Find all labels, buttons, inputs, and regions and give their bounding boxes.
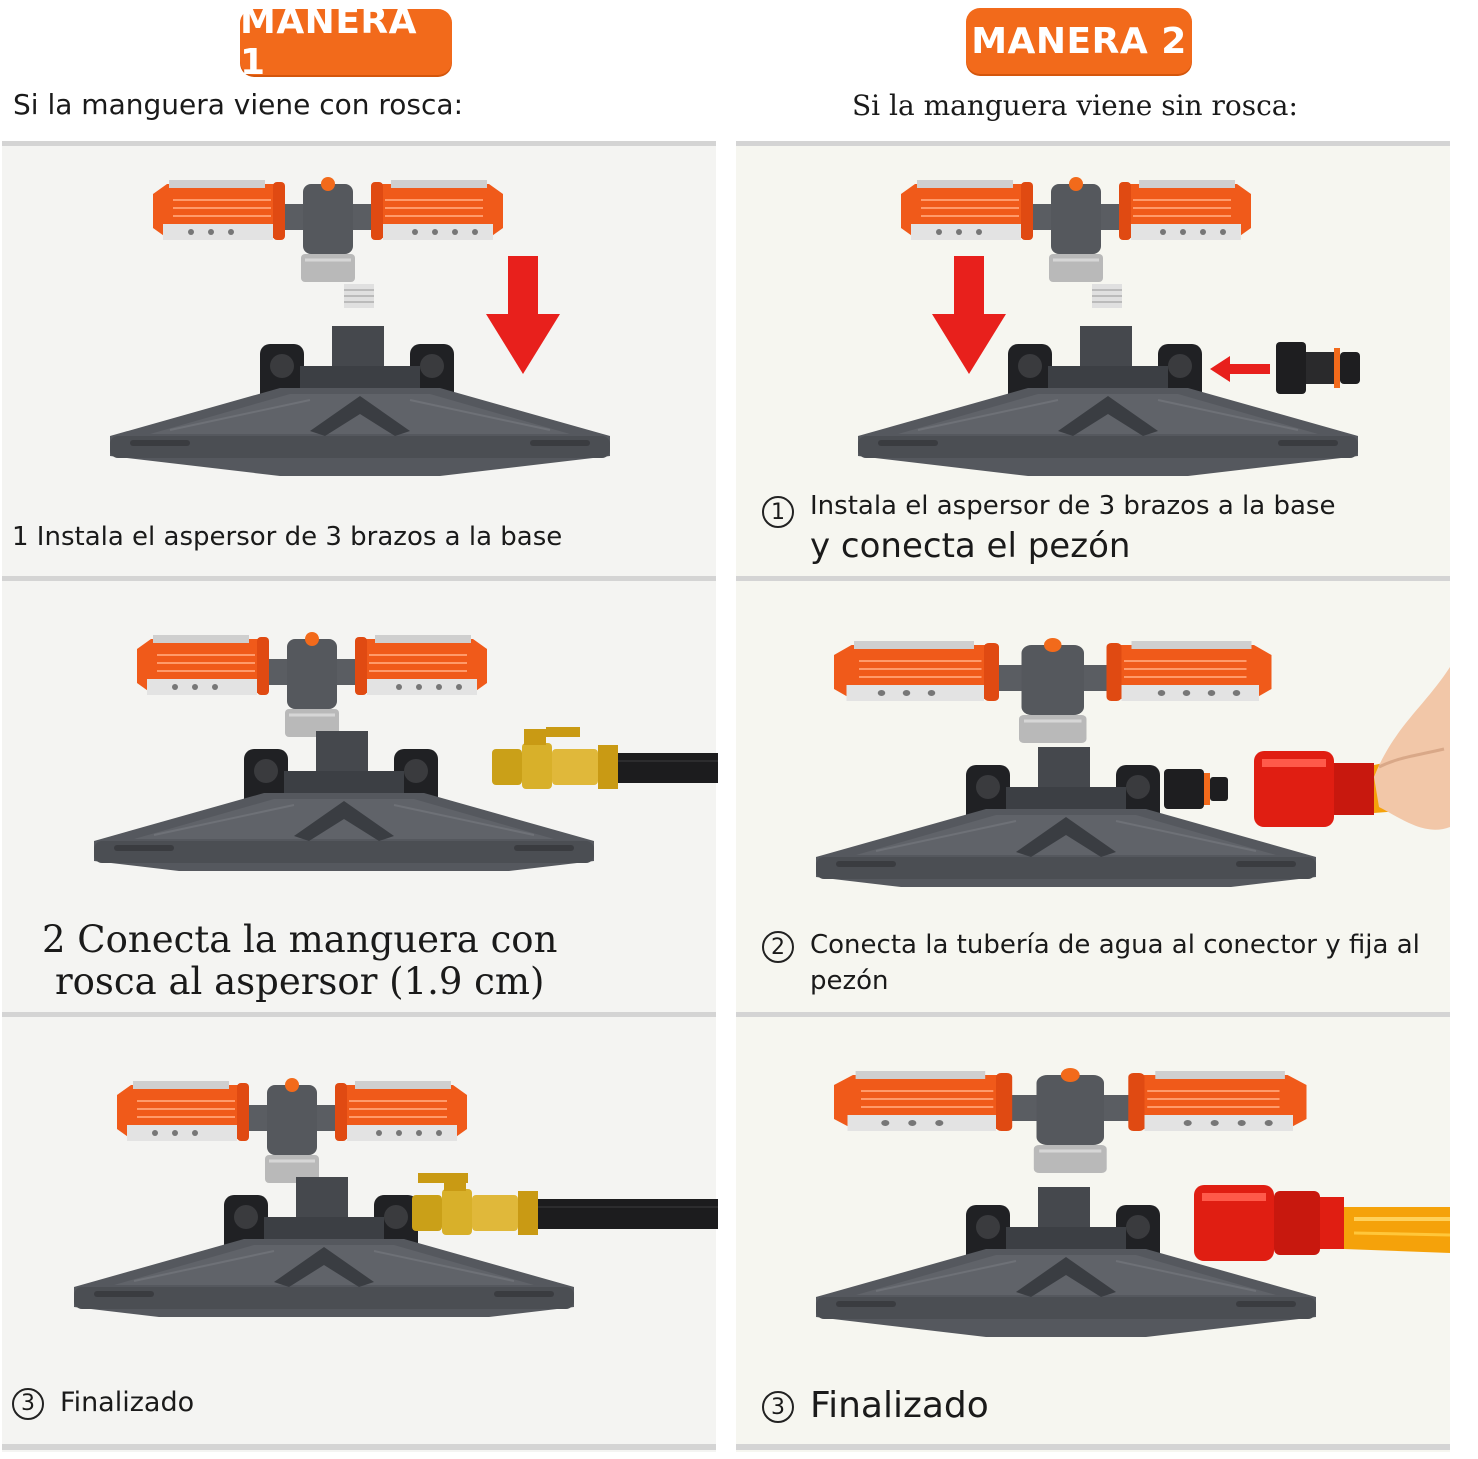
way-1-step-2-panel: 2 Conecta la manguera con rosca al asper… [2, 576, 718, 1014]
way-1-step-2-text: 2 Conecta la manguera con rosca al asper… [42, 919, 557, 1003]
sprinkler-assembly-illustration [109, 176, 611, 476]
way-2-badge: MANERA 2 [966, 8, 1192, 74]
step-number-badge: 2 [762, 931, 794, 963]
way-2-step-1-line-1: Instala el aspersor de 3 brazos a la bas… [810, 491, 1336, 521]
sprinkler-with-quick-connector-illustration [815, 637, 1450, 887]
step-number-badge: 3 [762, 1391, 794, 1423]
way-1-step-1-text: 1 Instala el aspersor de 3 brazos a la b… [12, 522, 563, 552]
way-2-step-1-text: 1 Instala el aspersor de 3 brazos a la b… [762, 488, 1335, 568]
sprinkler-finished-threaded-illustration [73, 1077, 718, 1317]
way-1-step-3-text: 3 Finalizado [12, 1387, 194, 1420]
sprinkler-with-threaded-hose-illustration [93, 631, 718, 871]
way-2-step-2-text: 2 Conecta la tubería de agua al conector… [762, 927, 1420, 999]
step-number-badge: 1 [762, 496, 794, 528]
way-1-subtitle: Si la manguera viene con rosca: [13, 88, 464, 121]
way-1-step-2-line-2: rosca al aspersor (1.9 cm) [54, 960, 545, 1003]
step-number-badge: 3 [12, 1387, 44, 1420]
way-2-step-3-text: 3 Finalizado [762, 1385, 989, 1426]
left-arrow-icon [1210, 356, 1270, 382]
sprinkler-assembly-with-nipple-illustration [857, 176, 1359, 476]
nipple-connector-icon [1276, 342, 1360, 394]
way-2-step-1-panel: 1 Instala el aspersor de 3 brazos a la b… [736, 141, 1450, 578]
way-1-step-3-label: Finalizado [60, 1387, 195, 1418]
way-2-step-3-label: Finalizado [810, 1385, 989, 1426]
way-1-step-2-line-1: 2 Conecta la manguera con [42, 918, 558, 961]
way-1-step-1-panel: 1 Instala el aspersor de 3 brazos a la b… [2, 141, 716, 578]
way-1-step-3-panel: 3 Finalizado [2, 1012, 718, 1452]
bottom-divider [2, 1444, 716, 1450]
sprinkler-finished-quick-connector-illustration [815, 1067, 1450, 1337]
way-2-subtitle: Si la manguera viene sin rosca: [852, 89, 1298, 122]
way-2-step-1-line-2: y conecta el pezón [810, 526, 1131, 566]
way-2-step-2-line-2: pezón [810, 966, 889, 996]
way-2-step-2-line-1: Conecta la tubería de agua al conector y… [810, 930, 1420, 960]
way-2-step-3-panel: 3 Finalizado [736, 1012, 1450, 1452]
way-1-badge: MANERA 1 [240, 1, 452, 83]
down-arrow-icon [486, 256, 560, 374]
down-arrow-icon [932, 256, 1006, 374]
way-2-step-2-panel: 2 Conecta la tubería de agua al conector… [736, 576, 1450, 1014]
bottom-divider [736, 1444, 1450, 1450]
